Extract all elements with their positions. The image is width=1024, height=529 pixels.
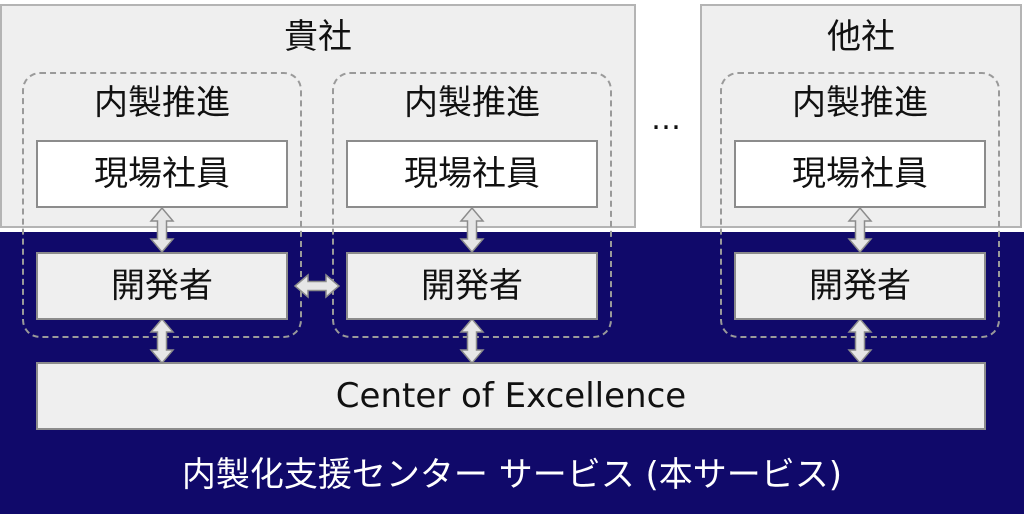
arrow-staff-dev-2 bbox=[460, 207, 484, 253]
field-staff-box-1: 現場社員 bbox=[36, 140, 288, 208]
other-company-title: 他社 bbox=[827, 17, 895, 57]
arrow-staff-dev-3 bbox=[848, 207, 872, 253]
service-label: 内製化支援センター サービス (本サービス) bbox=[181, 455, 843, 495]
inhouse-push-label-3: 内製推進 bbox=[792, 83, 928, 123]
arrow-dev-coe-3 bbox=[848, 318, 872, 364]
inhouse-push-label-2: 内製推進 bbox=[404, 83, 540, 123]
field-staff-box-2: 現場社員 bbox=[346, 140, 598, 208]
developer-box-3: 開発者 bbox=[734, 252, 986, 320]
arrow-dev-dev bbox=[294, 274, 340, 298]
ellipsis-more-teams: … bbox=[651, 102, 681, 137]
arrow-dev-coe-1 bbox=[150, 318, 174, 364]
field-staff-box-3: 現場社員 bbox=[734, 140, 986, 208]
arrow-staff-dev-1 bbox=[150, 207, 174, 253]
your-company-title: 貴社 bbox=[284, 17, 352, 57]
center-of-excellence-box: Center of Excellence bbox=[36, 362, 986, 430]
arrow-dev-coe-2 bbox=[460, 318, 484, 364]
developer-box-2: 開発者 bbox=[346, 252, 598, 320]
developer-box-1: 開発者 bbox=[36, 252, 288, 320]
inhouse-push-label-1: 内製推進 bbox=[94, 83, 230, 123]
